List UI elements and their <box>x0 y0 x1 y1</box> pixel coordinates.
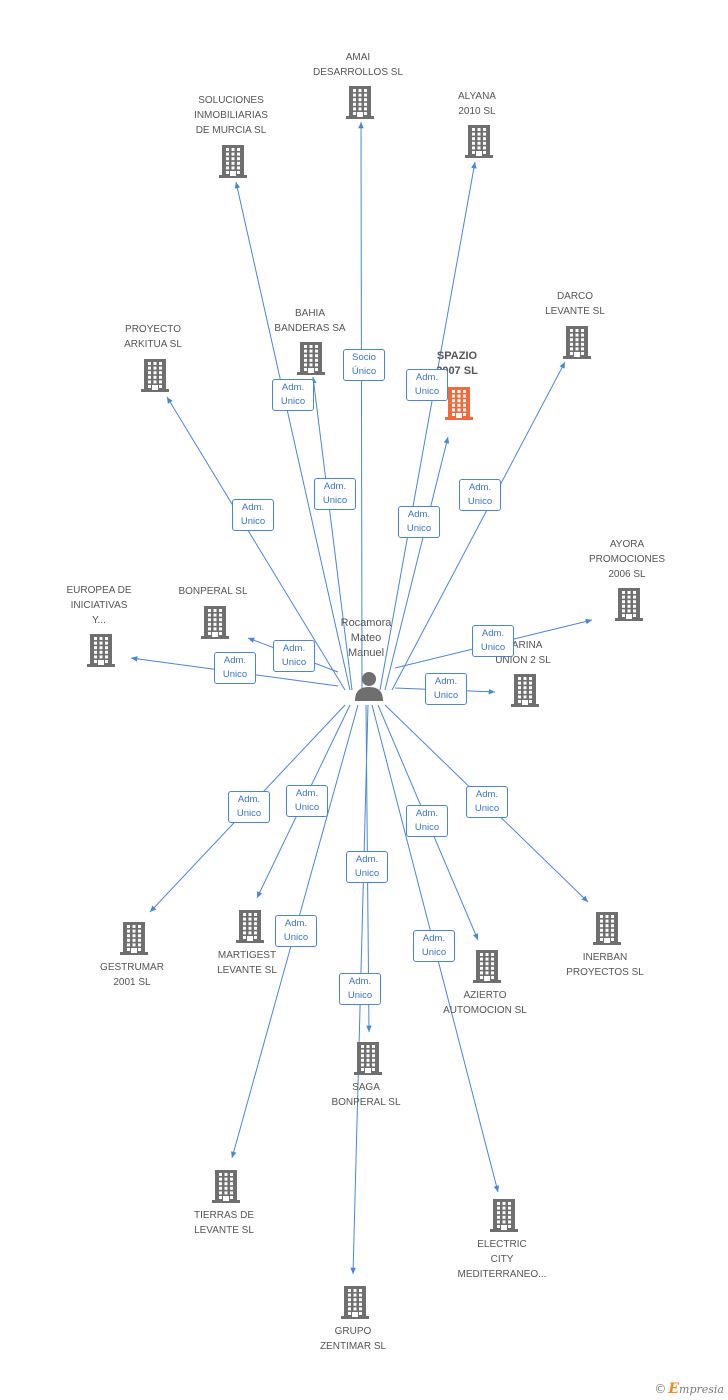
building-icon <box>234 910 266 948</box>
building-icon <box>339 1286 371 1324</box>
edge-amai <box>358 121 364 691</box>
building-icon <box>217 145 249 183</box>
company-node-electric[interactable] <box>488 1197 520 1233</box>
relation-label-grupo[interactable]: Adm. Unico <box>339 973 381 1005</box>
building-icon <box>139 359 171 397</box>
building-icon <box>613 588 645 626</box>
person-name: Rocamora Mateo Manuel <box>340 617 392 659</box>
relation-label-marina[interactable]: Adm. Unico <box>425 673 467 705</box>
relation-label-proyecto[interactable]: Adm. Unico <box>232 499 274 531</box>
relation-label-darco[interactable]: Adm. Unico <box>459 479 501 511</box>
relation-label-spazio[interactable]: Adm. Unico <box>398 506 440 538</box>
building-icon <box>509 674 541 712</box>
company-node-gestrumar[interactable] <box>118 920 150 956</box>
company-node-grupo[interactable] <box>339 1284 371 1320</box>
relation-label-alyana[interactable]: Adm. Unico <box>406 369 448 401</box>
brand-name: mpresia <box>679 1383 724 1396</box>
relation-label-amai[interactable]: Socio Único <box>343 349 385 381</box>
company-node-alyana[interactable] <box>463 123 495 159</box>
company-node-inerban[interactable] <box>591 910 623 946</box>
company-node-proyecto[interactable] <box>139 357 171 393</box>
building-icon <box>344 86 376 124</box>
building-icon <box>199 606 231 644</box>
building-icon <box>352 1042 384 1080</box>
company-node-soluciones[interactable] <box>217 143 249 179</box>
relation-label-europea[interactable]: Adm. Unico <box>214 652 256 684</box>
edge-bahia <box>311 376 353 691</box>
company-node-marina[interactable] <box>509 672 541 708</box>
building-icon <box>463 125 495 163</box>
person-node[interactable] <box>352 670 386 702</box>
building-icon <box>85 634 117 672</box>
building-icon <box>443 387 475 425</box>
company-node-bahia[interactable] <box>295 340 327 376</box>
relation-label-bahia[interactable]: Adm. Unico <box>314 478 356 510</box>
edge-spazio <box>384 436 450 691</box>
company-node-azierto[interactable] <box>471 948 503 984</box>
building-icon <box>295 342 327 380</box>
relation-label-saga[interactable]: Adm. Unico <box>346 851 388 883</box>
relation-label-azierto[interactable]: Adm. Unico <box>406 805 448 837</box>
company-node-martigest[interactable] <box>234 908 266 944</box>
company-node-ayora[interactable] <box>613 586 645 622</box>
company-node-bonperal[interactable] <box>199 604 231 640</box>
building-icon <box>561 326 593 364</box>
building-icon <box>118 922 150 960</box>
building-icon <box>210 1170 242 1208</box>
person-icon <box>355 672 383 701</box>
edge-alyana <box>379 161 477 691</box>
company-node-saga[interactable] <box>352 1040 384 1076</box>
edge-proyecto <box>166 396 346 691</box>
brand-initial: E <box>668 1381 680 1397</box>
company-node-amai[interactable] <box>344 84 376 120</box>
company-node-darco[interactable] <box>561 324 593 360</box>
relation-label-tierras[interactable]: Adm. Unico <box>275 915 317 947</box>
relation-label-bonperal[interactable]: Adm. Unico <box>273 640 315 672</box>
edge-darco <box>391 361 566 691</box>
company-node-spazio[interactable] <box>443 385 475 421</box>
brand-footer: ©Empresia <box>654 1381 724 1397</box>
building-icon <box>591 912 623 950</box>
relation-label-inerban[interactable]: Adm. Unico <box>466 786 508 818</box>
company-node-tierras[interactable] <box>210 1168 242 1204</box>
relation-label-soluciones[interactable]: Adm. Unico <box>272 379 314 411</box>
edge-soluciones <box>234 181 351 691</box>
relation-label-electric[interactable]: Adm. Unico <box>413 930 455 962</box>
building-icon <box>488 1199 520 1237</box>
copyright-symbol: © <box>654 1382 667 1396</box>
relation-label-martigest[interactable]: Adm. Unico <box>286 785 328 817</box>
company-node-europea[interactable] <box>85 632 117 668</box>
building-icon <box>471 950 503 988</box>
relation-label-ayora[interactable]: Adm. Unico <box>472 625 514 657</box>
relation-label-gestrumar[interactable]: Adm. Unico <box>228 791 270 823</box>
